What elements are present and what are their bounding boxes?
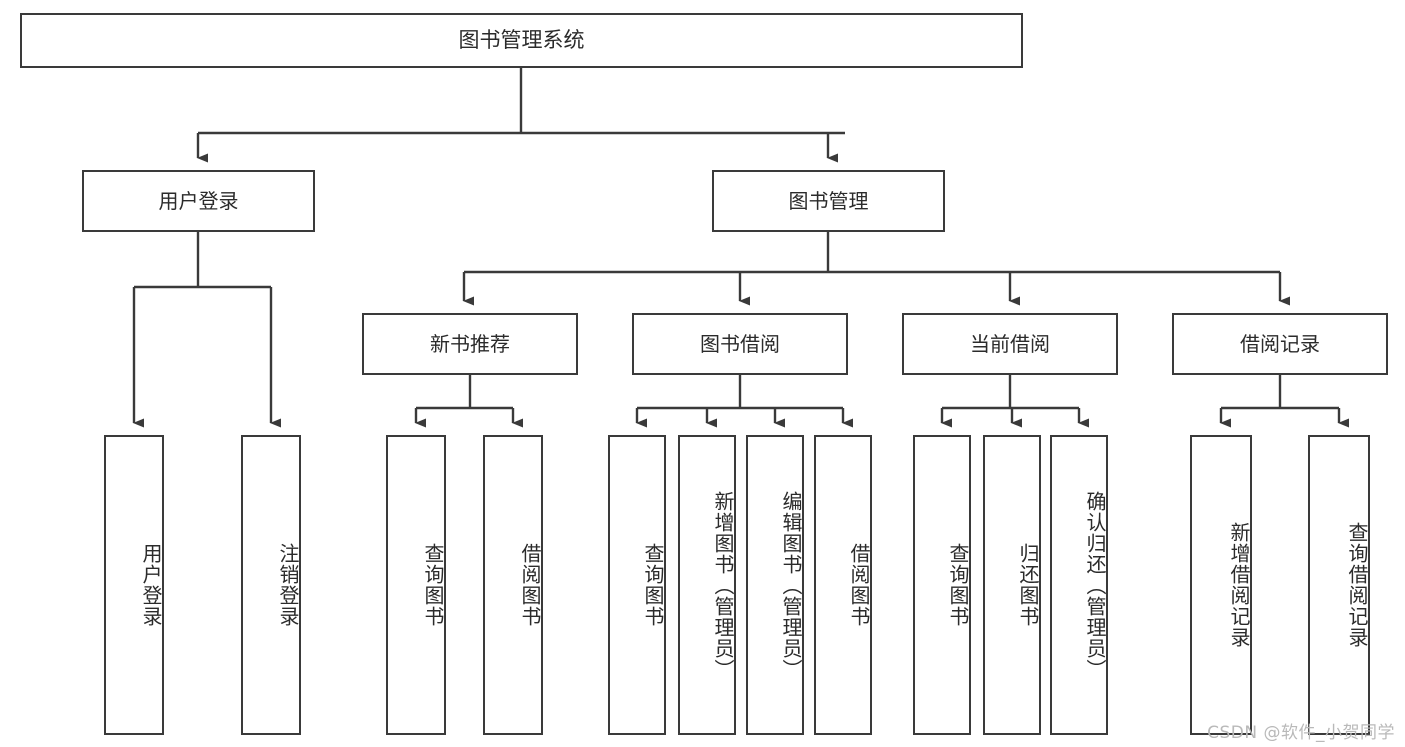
- leaf-node[interactable]: 归还图书: [983, 435, 1041, 735]
- node-label: 注销登录: [276, 543, 300, 627]
- node-label: 新增借阅记录: [1227, 522, 1251, 648]
- leaf-node[interactable]: 查询图书: [608, 435, 666, 735]
- node-borrow-record[interactable]: 借阅记录: [1172, 313, 1388, 375]
- node-label: 借阅图书: [518, 543, 542, 627]
- node-label: 查询图书: [946, 543, 970, 627]
- node-new-book-recommend[interactable]: 新书推荐: [362, 313, 578, 375]
- node-root-system[interactable]: 图书管理系统: [20, 13, 1023, 68]
- node-label: 当前借阅: [970, 331, 1050, 356]
- leaf-node[interactable]: 借阅图书: [814, 435, 872, 735]
- node-book-management[interactable]: 图书管理: [712, 170, 945, 232]
- node-label: 归还图书: [1016, 543, 1040, 627]
- node-label: 用户登录: [139, 543, 163, 627]
- leaf-node[interactable]: 新增借阅记录: [1190, 435, 1252, 735]
- node-label: 查询图书: [421, 543, 445, 627]
- leaf-node[interactable]: 查询借阅记录: [1308, 435, 1370, 735]
- node-label: 查询图书: [641, 543, 665, 627]
- node-label: 新增图书（管理员）: [711, 490, 735, 680]
- node-label: 用户登录: [158, 188, 239, 213]
- node-label: 图书管理系统: [458, 27, 585, 52]
- node-current-borrow[interactable]: 当前借阅: [902, 313, 1118, 375]
- leaf-node[interactable]: 新增图书（管理员）: [678, 435, 736, 735]
- node-label: 借阅图书: [847, 543, 871, 627]
- node-label: 查询借阅记录: [1345, 522, 1369, 648]
- leaf-node[interactable]: 借阅图书: [483, 435, 543, 735]
- node-label: 新书推荐: [430, 331, 510, 356]
- node-label: 借阅记录: [1240, 331, 1320, 356]
- node-label: 编辑图书（管理员）: [779, 490, 803, 680]
- leaf-node[interactable]: 确认归还（管理员）: [1050, 435, 1108, 735]
- node-label: 图书借阅: [700, 331, 780, 356]
- node-user-login[interactable]: 用户登录: [82, 170, 315, 232]
- node-label: 确认归还（管理员）: [1083, 490, 1107, 680]
- leaf-node[interactable]: 查询图书: [913, 435, 971, 735]
- leaf-node[interactable]: 注销登录: [241, 435, 301, 735]
- node-book-borrow[interactable]: 图书借阅: [632, 313, 848, 375]
- leaf-node[interactable]: 用户登录: [104, 435, 164, 735]
- node-label: 图书管理: [788, 188, 869, 213]
- leaf-node[interactable]: 查询图书: [386, 435, 446, 735]
- leaf-node[interactable]: 编辑图书（管理员）: [746, 435, 804, 735]
